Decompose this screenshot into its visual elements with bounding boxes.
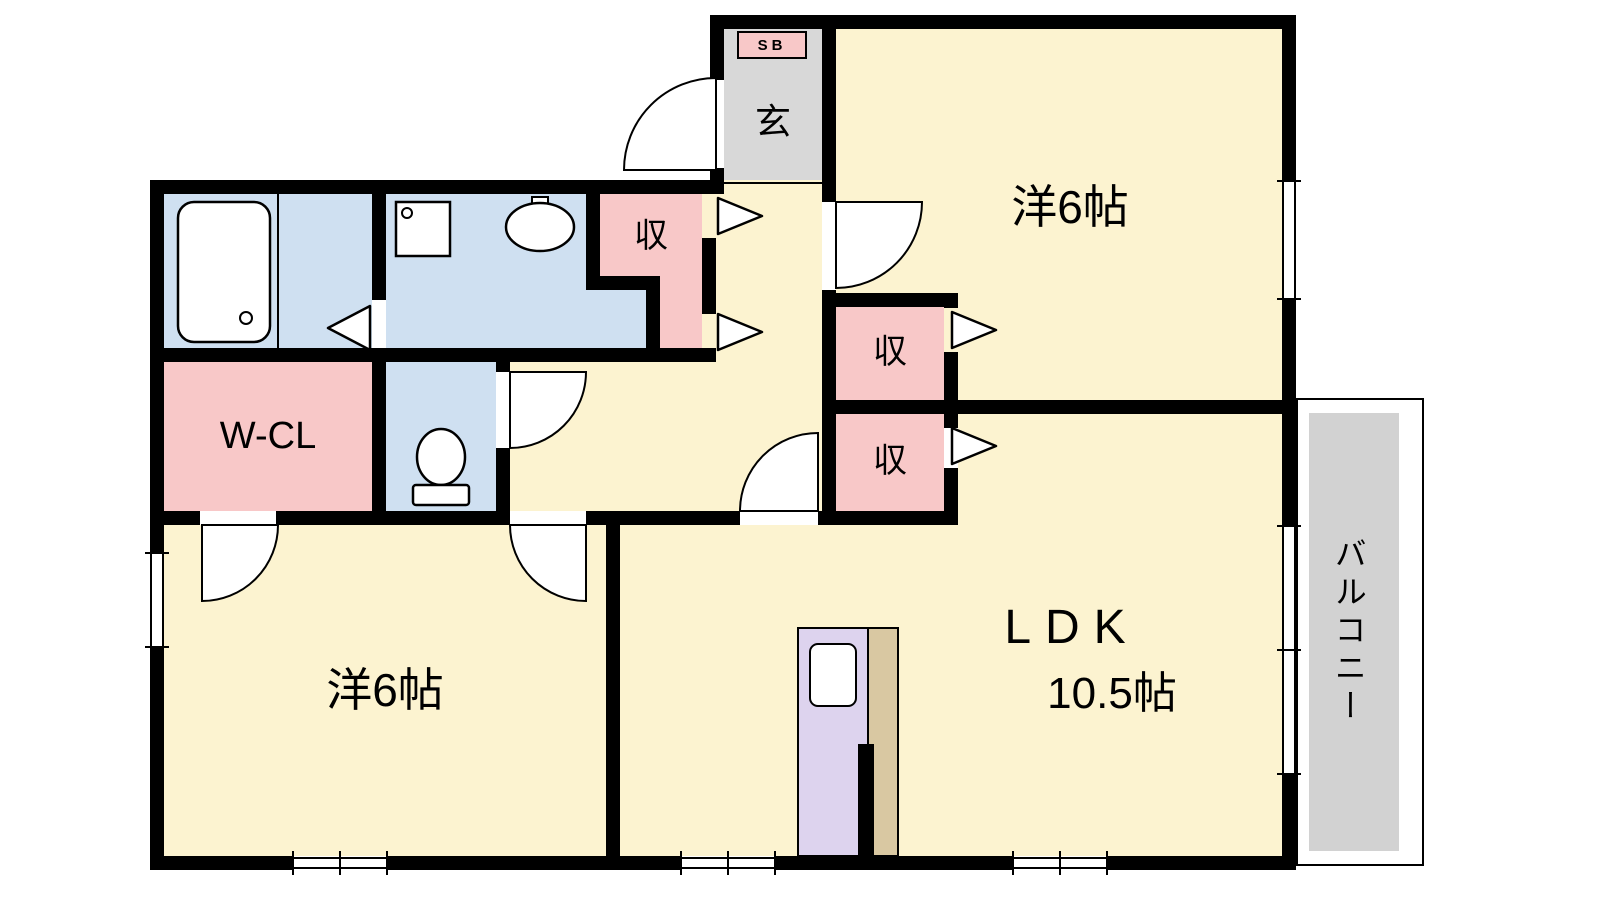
wall-segment <box>944 293 958 308</box>
closet-ldk-door-arrow <box>950 426 998 466</box>
wall-segment <box>150 180 716 194</box>
wall-segment <box>944 468 958 525</box>
fixtures <box>176 194 899 857</box>
kitchen-partition-wall <box>858 744 874 856</box>
wall-segment <box>710 15 1296 29</box>
balcony-deck <box>1309 413 1399 851</box>
wall-segment <box>646 290 660 348</box>
wall-segment <box>1282 775 1296 870</box>
shoe-box-label: SB <box>757 36 787 54</box>
bedroom-bottom-label: 洋6帖 <box>326 663 444 716</box>
wall-segment <box>150 180 164 552</box>
walk-in-closet-label: W-CL <box>219 415 317 458</box>
balcony-label: バルコニー <box>1330 537 1367 727</box>
wall-segment <box>150 511 200 525</box>
shoe-box: SB <box>737 31 807 59</box>
toilet-bowl-icon <box>415 427 467 487</box>
wall-segment <box>1282 414 1296 525</box>
bathtub-drain-icon <box>239 311 253 325</box>
wall-segment <box>372 194 386 300</box>
wall-segment <box>150 348 716 362</box>
walk-in-closet-floor <box>164 362 372 511</box>
closet-bedroom-door-arrow <box>950 310 998 350</box>
bedroom-top-label: 洋6帖 <box>1011 180 1129 233</box>
wall-segment <box>822 29 836 202</box>
wall-segment <box>944 414 958 428</box>
wall-segment <box>710 29 724 80</box>
washroom-ext-floor <box>600 290 646 348</box>
washer-faucet-icon <box>401 207 413 219</box>
wall-segment <box>944 400 1296 414</box>
closet-door-arrow <box>716 196 764 236</box>
closet-ldk-floor <box>836 414 944 511</box>
wall-segment <box>586 194 600 290</box>
wall-segment <box>586 511 740 525</box>
entrance-label: 玄 <box>754 101 792 143</box>
wall-segment <box>606 525 620 870</box>
closet-ldk-label: 収 <box>873 442 907 481</box>
wcl-door-arc <box>201 524 280 603</box>
toilet-tank-icon <box>411 483 471 507</box>
closet-hall-label: 収 <box>634 217 668 256</box>
wall-segment <box>276 511 510 525</box>
kitchen-sink-icon <box>809 643 857 707</box>
wall-segment <box>822 400 958 414</box>
wall-segment <box>818 511 958 525</box>
ldk-floor-main <box>620 525 1282 856</box>
wall-segment <box>1282 300 1296 414</box>
wall-segment <box>496 448 510 511</box>
entrance-door-arc <box>622 76 717 171</box>
window-lines <box>145 180 1301 875</box>
ldk-door-arc <box>738 431 819 512</box>
bathtub-icon <box>176 200 272 344</box>
sink-icon <box>504 201 576 253</box>
wall-segment <box>944 352 958 414</box>
door-arcs <box>201 76 924 603</box>
closet-bedroom-floor <box>836 307 944 400</box>
washroom-door-arrow <box>716 312 764 352</box>
wall-segment <box>822 293 958 307</box>
toilet-door-arc <box>509 371 588 450</box>
bedroom-bottom-door-arc <box>508 524 587 603</box>
bedroom-top-door-arc <box>835 201 924 290</box>
wall-segment <box>372 362 386 511</box>
closet-bedroom-label: 収 <box>873 333 907 372</box>
ldk-label: LDK <box>1004 600 1140 654</box>
door-arrows <box>326 196 998 466</box>
bathroom-door-arrow <box>326 304 372 352</box>
wall-segment <box>1282 15 1296 180</box>
ldk-floor-upper <box>958 414 1282 525</box>
kitchen-counter-top <box>867 627 899 857</box>
wall-segment <box>702 238 716 314</box>
wall-segment <box>586 276 660 290</box>
balcony <box>1296 398 1424 866</box>
walls <box>150 15 1296 870</box>
ldk-size-label: 10.5帖 <box>1047 668 1177 718</box>
wall-segment <box>496 362 510 372</box>
wall-segment <box>150 648 164 870</box>
